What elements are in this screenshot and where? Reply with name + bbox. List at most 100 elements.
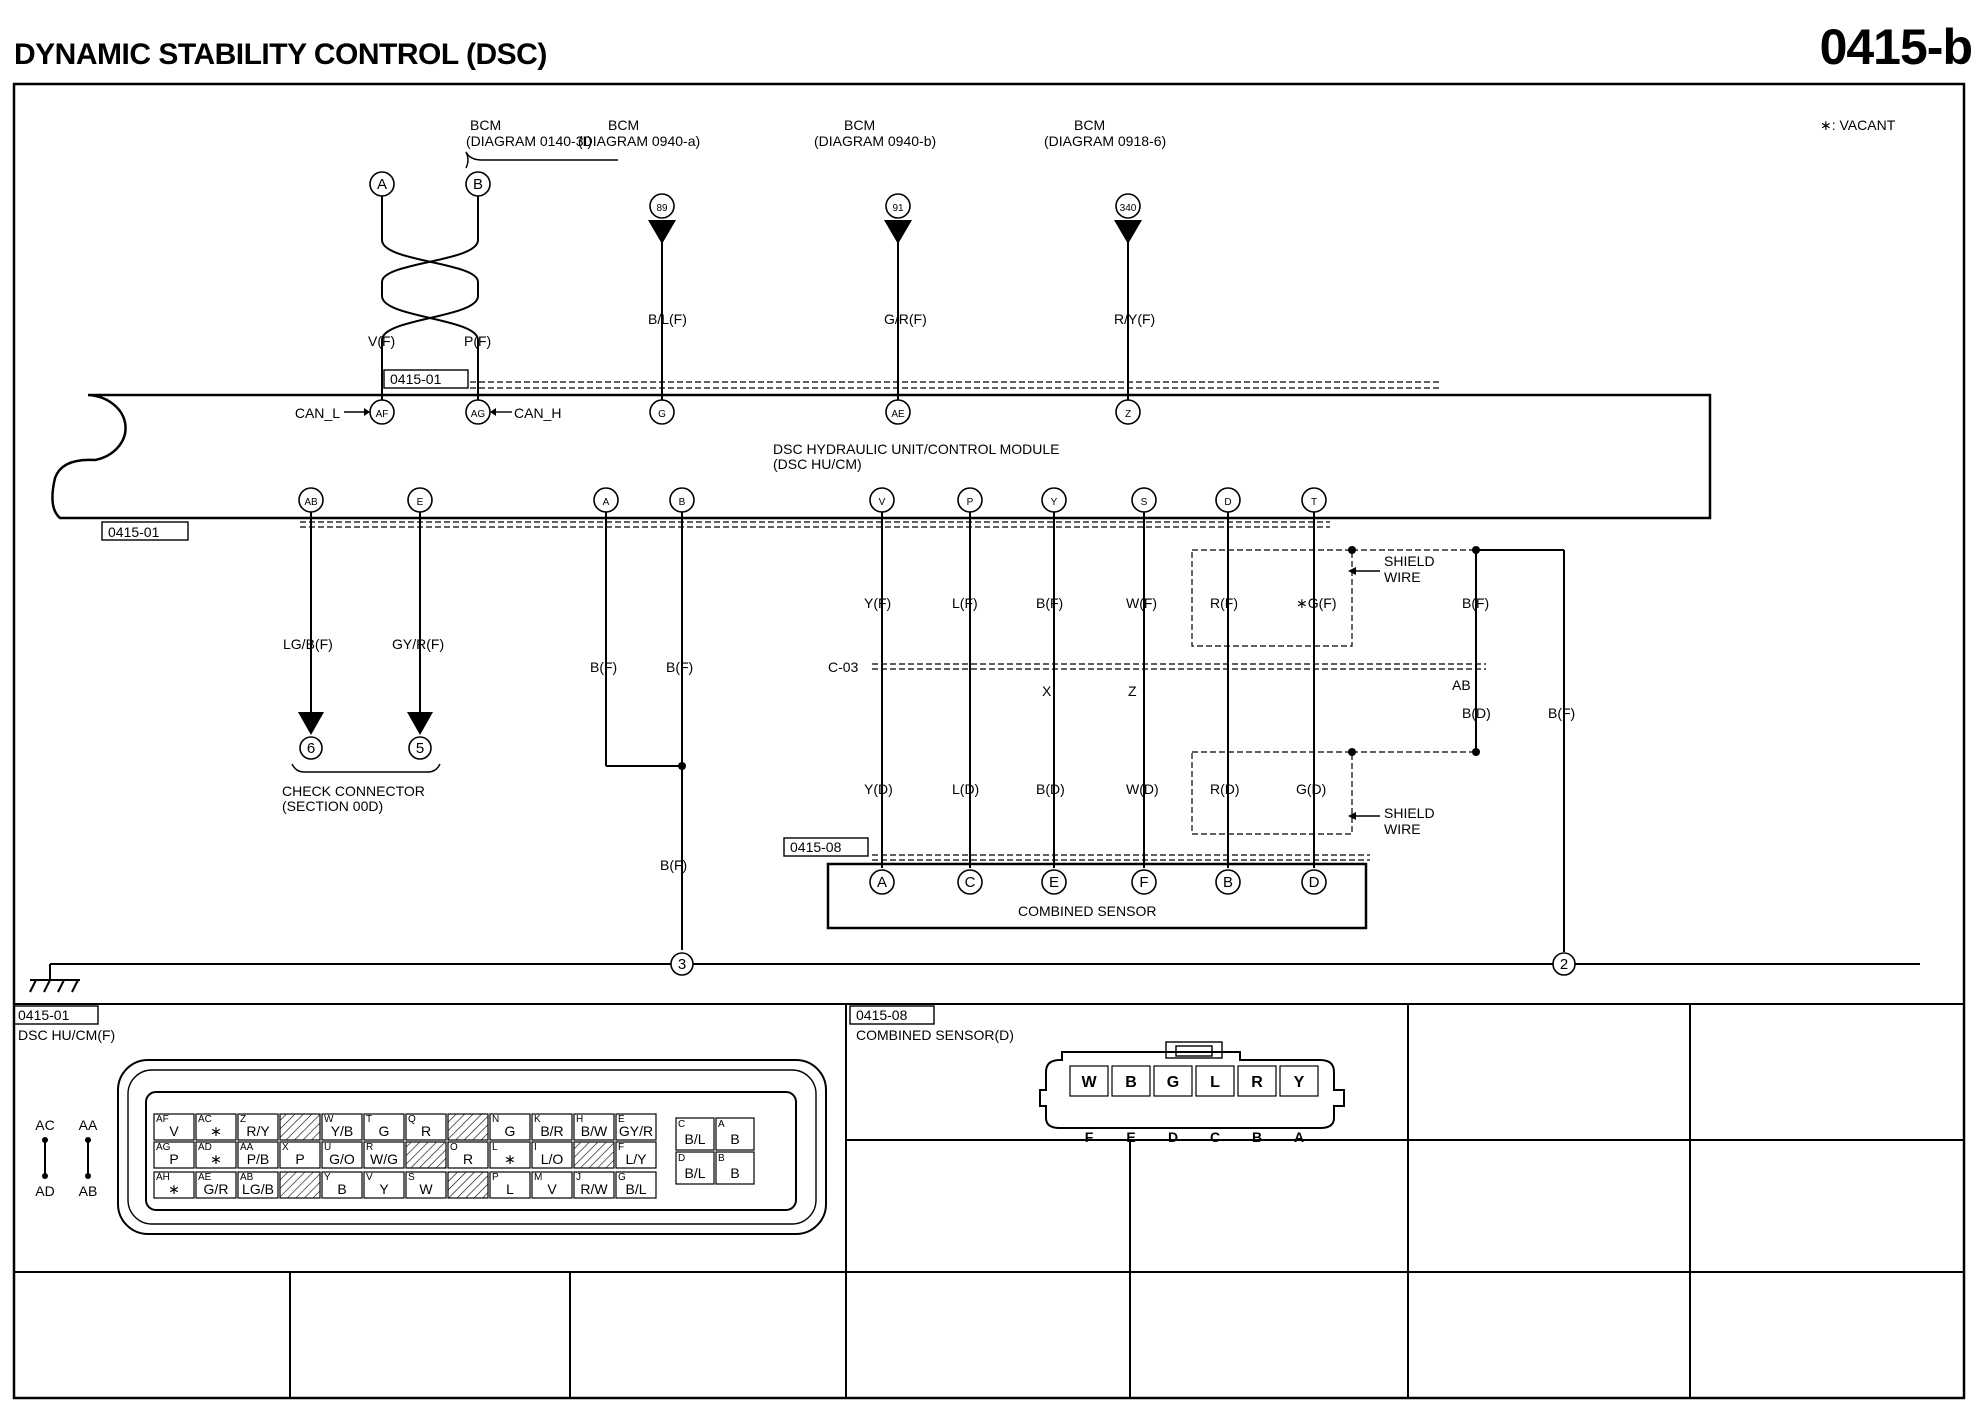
sensor-wire-f-1: L(F): [952, 595, 978, 611]
module-pin-a: A: [603, 497, 610, 508]
dsc-cell-id-t: T: [366, 1114, 372, 1125]
sensor-letter-2: D: [1168, 1129, 1178, 1145]
bcm-pin-1: B: [473, 176, 483, 193]
shield-label-1-b: WIRE: [1384, 569, 1421, 585]
bcm-label-2: BCM: [608, 117, 639, 133]
sensor-wire-d-4: R(D): [1210, 781, 1240, 797]
sensor-cell-2: G: [1167, 1074, 1179, 1091]
dsc-cell-id-p: P: [492, 1172, 499, 1183]
ground-point-2: 2: [1560, 956, 1568, 973]
module-ref-top: 0415-01: [390, 371, 442, 387]
combined-sensor-name: COMBINED SENSOR: [1018, 903, 1156, 919]
dsc-cell-id-x: X: [282, 1142, 289, 1153]
sensor-view-latch-inner: [1175, 1045, 1213, 1057]
dsc-cell-id-u: U: [324, 1142, 331, 1153]
bcm-arrow-3: [884, 220, 912, 244]
dsc-cell-id-ad: AD: [198, 1142, 212, 1153]
dsc-cell-wire-aa: P/B: [247, 1151, 270, 1167]
shield-ground-wire: B(F): [1548, 705, 1575, 721]
combined-sensor-box: [826, 862, 1368, 930]
dsc-cell-wire-f: L/Y: [625, 1151, 647, 1167]
bcm-diagram-2: (DIAGRAM 0940-a): [578, 133, 700, 149]
dsc-cell-wire-h: B/W: [581, 1123, 608, 1139]
dsc-view-name: DSC HU/CM(F): [18, 1027, 115, 1043]
sensor-wire-d-2: B(D): [1036, 781, 1065, 797]
sensor-letter-0: F: [1085, 1129, 1094, 1145]
dsc-cell-wire-ag: P: [169, 1151, 178, 1167]
dsc-cell-id-o: O: [450, 1142, 458, 1153]
module-pin-v: V: [879, 497, 886, 508]
sensor-letter-1: E: [1126, 1129, 1135, 1145]
bcm-pin-2: 89: [656, 203, 668, 214]
module-pin-e: E: [417, 497, 424, 508]
dsc-cell-id-m: M: [534, 1172, 542, 1183]
shield-box-upper: [1191, 549, 1353, 647]
dsc-cell-wire-n: G: [505, 1123, 516, 1139]
dsc-cell-id-g: G: [618, 1172, 626, 1183]
dsc-cell-wire-u: G/O: [329, 1151, 355, 1167]
sensor-letter-4: B: [1252, 1129, 1262, 1145]
dsc-cell-id-w: W: [324, 1114, 334, 1125]
sensor-view-housing: [1039, 1051, 1345, 1129]
dsc-cell-wire-w: Y/B: [331, 1123, 354, 1139]
sensor-cell-4: R: [1251, 1074, 1263, 1091]
module-pin-ae: AE: [891, 409, 905, 420]
dsc-cell-wire-r: W/G: [370, 1151, 398, 1167]
jumper-bottom-0: AD: [35, 1183, 54, 1199]
shield-ab-label: AB: [1452, 677, 1471, 693]
module-sub: (DSC HU/CM): [773, 456, 862, 472]
dsc-cell-wire-l: ∗: [504, 1151, 516, 1167]
sensor-wire-d-0: Y(D): [864, 781, 893, 797]
combined-sensor-pin-f: F: [1139, 874, 1148, 891]
check-terminal-5: 5: [416, 740, 424, 757]
ground-wire-b: B(F): [666, 659, 693, 675]
dsc-cell-id-b-r: B: [718, 1153, 725, 1164]
c03-x-label: X: [1042, 683, 1052, 699]
dsc-cell-wire-x: P: [295, 1151, 304, 1167]
dsc-cell-wire-s: W: [419, 1181, 433, 1197]
shield-label-1-a: SHIELD: [1384, 553, 1435, 569]
sensor-wire-d-3: W(D): [1126, 781, 1159, 797]
dsc-cell-wire-ae: G/R: [204, 1181, 229, 1197]
jumper-bottom-1: AB: [79, 1183, 98, 1199]
module-pin-y: Y: [1051, 497, 1058, 508]
bcm-arrow-4: [1114, 220, 1142, 244]
combined-sensor-ref: 0415-08: [790, 839, 842, 855]
module-pin-p: P: [967, 497, 974, 508]
dsc-cell-wire-ah: ∗: [168, 1181, 180, 1197]
wire-label-top-0: V(F): [368, 333, 395, 349]
sensor-letter-3: C: [1210, 1129, 1220, 1145]
dsc-cell-wire-ab: LG/B: [242, 1181, 274, 1197]
dsc-view-ref: 0415-01: [18, 1007, 70, 1023]
dsc-cell-wire-a-r: B: [730, 1131, 739, 1147]
sensor-wire-f-3: W(F): [1126, 595, 1157, 611]
dsc-module-outline: [51, 393, 1712, 520]
module-ref-bottom: 0415-01: [108, 524, 160, 540]
dsc-cell-id-e: E: [618, 1114, 625, 1125]
vacant-note: ∗: VACANT: [1820, 117, 1896, 133]
wire-label-top-4: R/Y(F): [1114, 311, 1155, 327]
c03-label: C-03: [828, 659, 859, 675]
sensor-view-latch: [1165, 1041, 1223, 1059]
check-wire-gyr: GY/R(F): [392, 636, 444, 652]
combined-sensor-pin-a: A: [877, 874, 887, 891]
dsc-cell-wire-m: V: [547, 1181, 557, 1197]
check-wire-lgb: LG/B(F): [283, 636, 333, 652]
page-code: 0415-b: [1819, 19, 1973, 75]
dsc-cell-wire-e: GY/R: [619, 1123, 653, 1139]
dsc-cell-id-v: V: [366, 1172, 373, 1183]
sensor-wire-d-1: L(D): [952, 781, 979, 797]
jumper-top-1: AA: [79, 1117, 98, 1133]
module-pin-ag: AG: [471, 409, 486, 420]
bcm-diagram-3: (DIAGRAM 0940-b): [814, 133, 936, 149]
dsc-cell-wire-k: B/R: [540, 1123, 563, 1139]
dsc-view-housing-outer: [117, 1059, 827, 1235]
dsc-cell-wire-af: V: [169, 1123, 179, 1139]
combined-sensor-pin-e: E: [1049, 874, 1059, 891]
dsc-cell-wire-y: B: [337, 1181, 346, 1197]
dsc-cell-id-ac: AC: [198, 1114, 212, 1125]
sensor-view-name: COMBINED SENSOR(D): [856, 1027, 1014, 1043]
dsc-cell-wire-q: R: [421, 1123, 431, 1139]
combined-sensor-pin-c: C: [965, 874, 976, 891]
